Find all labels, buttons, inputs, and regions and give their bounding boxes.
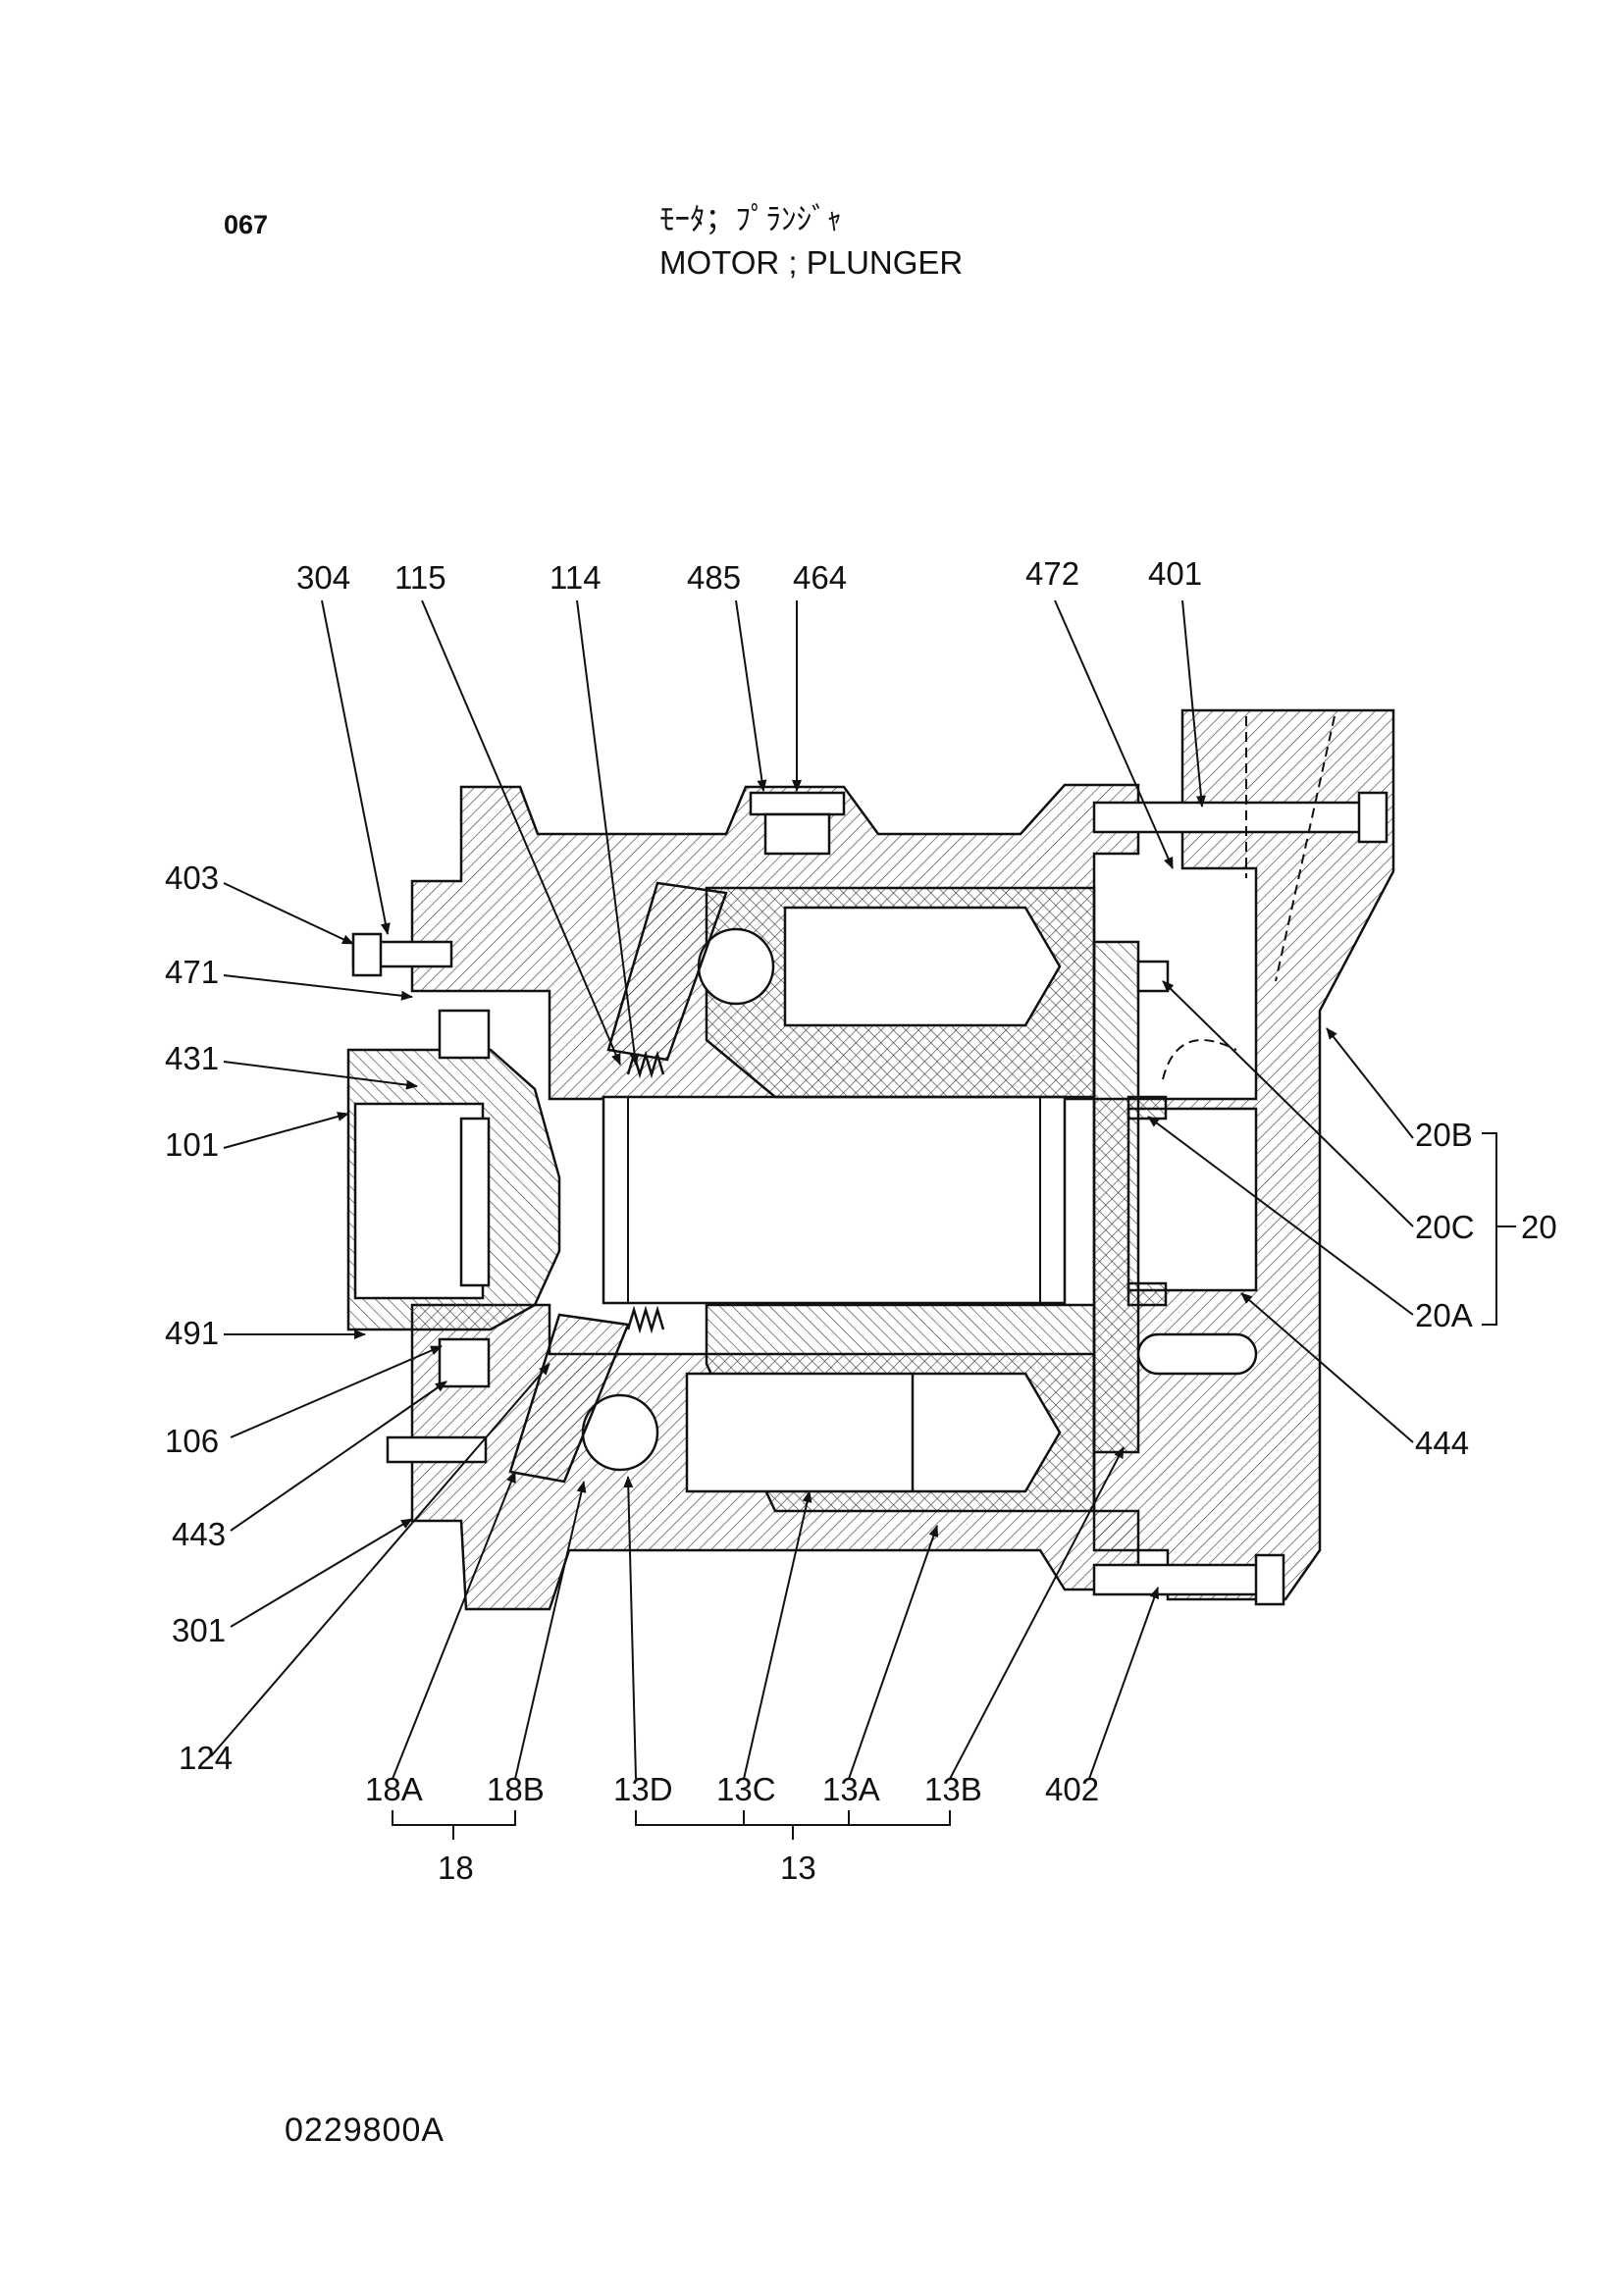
callout-18: 18 [438, 1850, 474, 1886]
bearing-106 [438, 1009, 491, 1060]
callout-114: 114 [550, 559, 602, 596]
bolt-401 [1092, 801, 1381, 834]
plunger-upper [783, 906, 1062, 1027]
document-code: 0229800A [285, 2112, 445, 2149]
callout-471: 471 [165, 954, 219, 990]
callout-124: 124 [179, 1740, 233, 1776]
callout-13C: 13C [716, 1771, 776, 1807]
callout-403: 403 [165, 860, 219, 896]
callout-labels: 304 115 114 485 464 472 401 403 471 431 … [165, 555, 1557, 1886]
callout-444: 444 [1415, 1425, 1469, 1461]
callout-20: 20 [1521, 1209, 1557, 1245]
callout-472: 472 [1025, 555, 1079, 592]
callout-491: 491 [165, 1315, 219, 1351]
callout-18B: 18B [487, 1771, 545, 1807]
title-japanese: ﾓｰﾀ；ﾌﾟﾗﾝｼﾞｬ [659, 202, 842, 237]
leader-lines [210, 600, 1516, 1840]
callout-464: 464 [793, 559, 847, 596]
plunger-lower [685, 1372, 1062, 1493]
callout-106: 106 [165, 1423, 219, 1459]
bolt-lower-left [386, 1435, 488, 1464]
callout-13A: 13A [822, 1771, 880, 1807]
valve-plate [1092, 940, 1140, 1454]
bracket-18 [392, 1810, 516, 1840]
callout-301: 301 [172, 1612, 226, 1648]
plug-464 [749, 791, 846, 816]
internal-parts [351, 715, 1388, 1606]
callout-20B: 20B [1415, 1117, 1473, 1153]
callout-20A: 20A [1415, 1297, 1473, 1333]
callout-443: 443 [172, 1516, 226, 1552]
callout-431: 431 [165, 1040, 219, 1076]
callout-20C: 20C [1415, 1209, 1475, 1245]
callout-401: 401 [1148, 555, 1202, 592]
callout-13: 13 [780, 1850, 816, 1886]
callout-304: 304 [296, 559, 350, 596]
swash-plate-18a [508, 1313, 630, 1484]
main-shaft [602, 1095, 1067, 1305]
swash-plate-upper [606, 881, 728, 1062]
callout-18A: 18A [365, 1771, 423, 1807]
bolt-402 [1092, 1563, 1273, 1596]
callout-485: 485 [687, 559, 741, 596]
callout-101: 101 [165, 1126, 219, 1163]
shaft-extension [1126, 1107, 1258, 1292]
bracket-13 [635, 1810, 951, 1840]
pin-20c [1136, 960, 1170, 993]
bracket-20 [1482, 1132, 1516, 1326]
callout-13B: 13B [924, 1771, 982, 1807]
page-number: 067 [224, 210, 269, 239]
callout-115: 115 [394, 559, 446, 596]
callout-13D: 13D [613, 1771, 673, 1807]
drain-passage [1136, 1332, 1258, 1376]
callout-402: 402 [1045, 1771, 1099, 1807]
title-english: MOTOR ; PLUNGER [659, 244, 964, 281]
